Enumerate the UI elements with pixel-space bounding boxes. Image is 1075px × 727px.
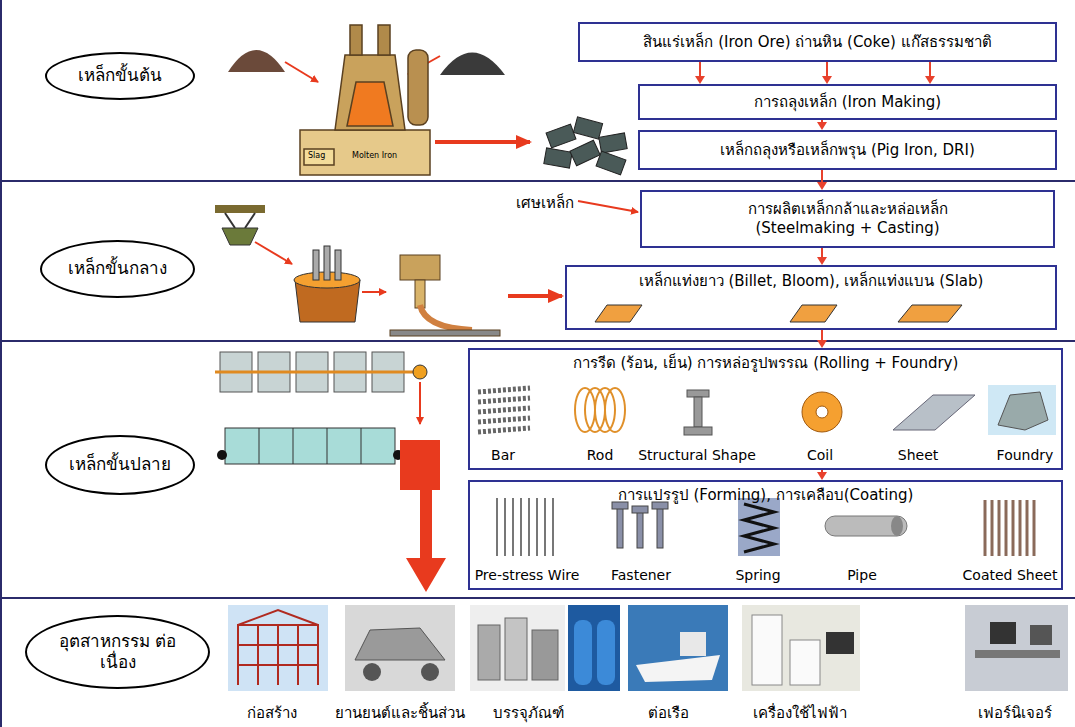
flow-arrow — [925, 62, 935, 84]
arrow-line — [821, 330, 823, 341]
process-box: สินแร่เหล็ก (Iron Ore) ถ่านหิน (Coke) แก… — [578, 22, 1057, 62]
arrow-line — [929, 62, 931, 77]
product-label: Sheet — [898, 447, 938, 464]
flow-arrow-art — [508, 294, 562, 298]
process-box: การรีด (ร้อน, เย็น) การหล่อรูปพรรณ (Roll… — [468, 348, 1063, 470]
box-label: การแปรรูป (Forming), การเคลือบ(Coating) — [618, 486, 914, 505]
caption-label: ก่อสร้าง — [247, 704, 297, 722]
box-label: เหล็กถลุงหรือเหล็กพรุน (Pig Iron, DRI) — [720, 141, 975, 160]
arrow-head — [817, 122, 827, 130]
arrow-head — [822, 76, 832, 84]
product-label: Bar — [491, 447, 515, 464]
stage-ellipse: อุตสาหกรรม ต่อเนื่อง — [25, 615, 210, 689]
arrow-head — [817, 340, 827, 348]
box-label: เหล็กแท่งยาว (Billet, Bloom), เหล็กแท่งแ… — [639, 272, 984, 291]
billet-icons — [595, 305, 962, 322]
product-icons — [478, 385, 1056, 556]
product-label: Rod — [587, 447, 614, 464]
process-box: การถลุงเหล็ก (Iron Making) — [638, 84, 1057, 120]
arrow-head — [817, 472, 827, 480]
product-label: Foundry — [997, 447, 1054, 464]
stage-ellipse: เหล็กขั้นกลาง — [40, 240, 195, 298]
caster — [390, 255, 500, 336]
box-label: สินแร่เหล็ก (Iron Ore) ถ่านหิน (Coke) แก… — [643, 33, 991, 52]
arrow-head — [817, 182, 827, 190]
arrow-line — [699, 62, 701, 77]
figure-label: Molten Iron — [352, 151, 397, 161]
product-label: Fastener — [611, 567, 671, 584]
stage-ellipse: เหล็กขั้นต้น — [45, 52, 195, 100]
rolling-mill — [215, 352, 446, 592]
stage-label: เหล็กขั้นกลาง — [68, 258, 167, 279]
caption-label: ยานยนต์และชิ้นส่วน — [335, 704, 465, 722]
box-label: การรีด (ร้อน, เย็น) การหล่อรูปพรรณ (Roll… — [573, 354, 959, 373]
box-label: การผลิตเหล็กกล้าและหล่อเหล็ก (Steelmakin… — [723, 200, 973, 238]
product-label: Coated Sheet — [963, 567, 1058, 584]
process-box: การผลิตเหล็กกล้าและหล่อเหล็ก (Steelmakin… — [640, 190, 1055, 248]
arrow-head — [695, 76, 705, 84]
box-label: การถลุงเหล็ก (Iron Making) — [754, 93, 941, 112]
flow-arrow — [822, 62, 832, 84]
blast-furnace — [300, 25, 430, 175]
arc-furnace — [294, 246, 360, 322]
product-label: Structural Shape — [638, 447, 756, 464]
figure-label: Slag — [308, 151, 325, 161]
flow-arrow — [817, 120, 827, 130]
stage-ellipse: เหล็กขั้นปลาย — [45, 435, 195, 495]
caption-label: เครื่องใช้ไฟฟ้า — [753, 704, 847, 722]
process-box: เหล็กแท่งยาว (Billet, Bloom), เหล็กแท่งแ… — [565, 265, 1057, 330]
flow-arrow — [817, 248, 827, 265]
arrow-head — [925, 76, 935, 84]
stage-label: เหล็กขั้นปลาย — [69, 454, 171, 475]
flow-arrow — [695, 62, 705, 84]
flow-arrow — [817, 330, 827, 348]
process-box: การแปรรูป (Forming), การเคลือบ(Coating) P… — [468, 480, 1063, 590]
flow-arrow-art — [578, 201, 638, 212]
caption-label: เศษเหล็ก — [516, 194, 574, 212]
caption-label: บรรจุภัณฑ์ — [493, 704, 564, 722]
stage-label: อุตสาหกรรม ต่อเนื่อง — [53, 631, 183, 674]
flow-arrow-art — [435, 140, 530, 144]
stage-label: เหล็กขั้นต้น — [78, 65, 162, 86]
pig-iron-pile — [544, 117, 627, 175]
flow-arrow — [817, 470, 827, 480]
product-label: Coil — [807, 447, 833, 464]
industry-photos — [228, 605, 1068, 691]
caption-label: ต่อเรือ — [648, 704, 689, 722]
flow-arrow — [817, 170, 827, 190]
arrow-head — [817, 257, 827, 265]
scrap-crane — [215, 205, 292, 264]
product-label: Pipe — [847, 567, 877, 584]
arrow-line — [821, 170, 823, 183]
process-box: เหล็กถลุงหรือเหล็กพรุน (Pig Iron, DRI) — [638, 130, 1057, 170]
arrow-line — [821, 248, 823, 258]
product-label: Pre-stress Wire — [475, 567, 580, 584]
product-label: Spring — [735, 567, 780, 584]
arrow-line — [826, 62, 828, 77]
caption-label: เฟอร์นิเจอร์ — [978, 704, 1052, 722]
flow-arrow-art — [362, 291, 386, 293]
